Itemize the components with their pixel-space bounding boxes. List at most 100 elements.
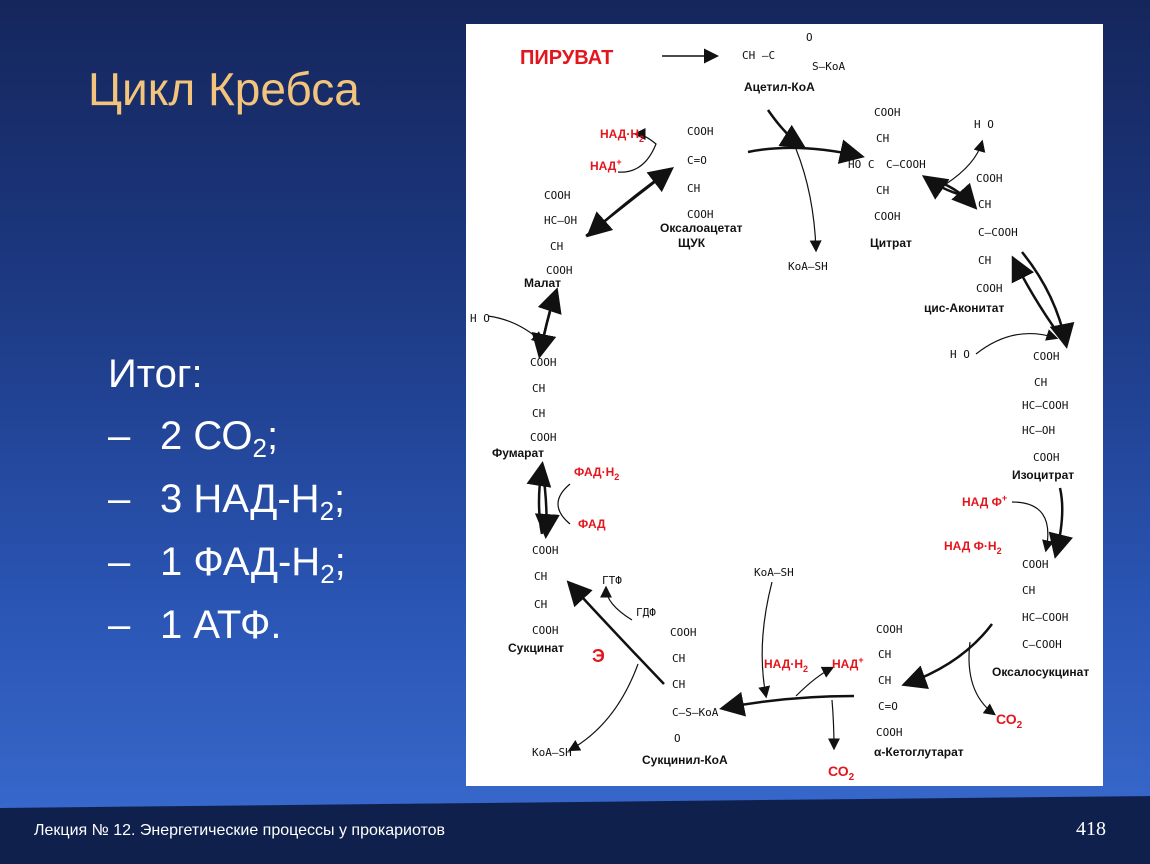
water-right: H O bbox=[950, 348, 970, 361]
gtp-label: ГТФ bbox=[602, 574, 622, 587]
svg-text:COOH: COOH bbox=[532, 624, 559, 637]
fad-h2-label: ФАД·Н2 bbox=[574, 465, 619, 482]
succinyl-coa-structure: COOH CH CH C—S—KoA O bbox=[670, 626, 719, 745]
svg-text:CH: CH bbox=[978, 254, 991, 267]
svg-text:COOH: COOH bbox=[976, 282, 1003, 295]
svg-text:COOH: COOH bbox=[876, 726, 903, 739]
isocitrate-structure: COOH CH HC—COOH HC—OH COOH bbox=[1022, 350, 1068, 464]
svg-text:COOH: COOH bbox=[687, 125, 714, 138]
svg-text:CH: CH bbox=[550, 240, 563, 253]
svg-text:CH: CH bbox=[672, 678, 685, 691]
krebs-cycle-diagram: ПИРУВАТ CH —C O S—KoA Ацетил-КоА COOH C=… bbox=[466, 24, 1103, 786]
fumarate-structure: COOH CH CH COOH bbox=[530, 356, 557, 444]
acetyl-s: S—KoA bbox=[812, 60, 845, 73]
fumarate-label: Фумарат bbox=[492, 446, 544, 460]
isocitrate-to-aconitate-arrow bbox=[1011, 255, 1068, 345]
energy-label: Э bbox=[592, 646, 605, 666]
krebs-cycle-svg: ПИРУВАТ CH —C O S—KoA Ацетил-КоА COOH C=… bbox=[470, 31, 1089, 783]
svg-text:HC—COOH: HC—COOH bbox=[1022, 399, 1068, 412]
svg-text:C—COOH: C—COOH bbox=[1022, 638, 1062, 651]
summary-item-atp: –1 АТФ. bbox=[108, 603, 282, 647]
acetyl-formula: CH —C bbox=[742, 49, 775, 62]
water-left: H O bbox=[470, 312, 490, 325]
svg-text:HC—OH: HC—OH bbox=[1022, 424, 1055, 437]
aconitate-to-isocitrate-arrow bbox=[1021, 251, 1075, 349]
svg-text:COOH: COOH bbox=[544, 189, 571, 202]
koa-sh-bottom: KoA—SH bbox=[754, 566, 794, 579]
svg-text:COOH: COOH bbox=[1022, 558, 1049, 571]
fumarate-to-succinate-arrow bbox=[534, 465, 560, 539]
koa-sh-top: KoA—SH bbox=[788, 260, 828, 273]
svg-text:O: O bbox=[674, 732, 681, 745]
citrate-label: Цитрат bbox=[870, 236, 912, 250]
nad-malate-arrow bbox=[617, 128, 657, 173]
koa-release-bottom-arrow bbox=[567, 663, 639, 752]
svg-text:COOH: COOH bbox=[546, 264, 573, 277]
svg-text:COOH: COOH bbox=[876, 623, 903, 636]
fad-arrow bbox=[557, 483, 571, 525]
isocitrate-to-oxalosuccinate-arrow bbox=[1048, 487, 1073, 559]
svg-text:CH: CH bbox=[687, 182, 700, 195]
water-in-arrow-right bbox=[975, 329, 1059, 355]
svg-text:CH: CH bbox=[534, 598, 547, 611]
nad-ket-arrow bbox=[795, 666, 835, 697]
svg-text:CH: CH bbox=[534, 570, 547, 583]
oxalosuccinate-structure: COOH CH HC—COOH C—COOH bbox=[1022, 558, 1068, 651]
nadp-arrow bbox=[1011, 501, 1054, 553]
svg-text:CH: CH bbox=[876, 132, 889, 145]
svg-text:COOH: COOH bbox=[976, 172, 1003, 185]
svg-text:C=O: C=O bbox=[687, 154, 707, 167]
nadp-plus-label: НАД Ф+ bbox=[962, 493, 1007, 509]
svg-text:COOH: COOH bbox=[670, 626, 697, 639]
co2-right-label: СО2 bbox=[996, 711, 1023, 731]
pyruvate-label: ПИРУВАТ bbox=[520, 47, 613, 69]
water-out-arrow bbox=[945, 139, 986, 185]
slide-title: Цикл Кребса bbox=[88, 63, 360, 115]
co2-bottom-label: СО2 bbox=[828, 763, 855, 783]
nad-h2-top-label: НАД·Н2 bbox=[600, 127, 644, 144]
citrate-structure: COOH CH HO C C—COOH CH COOH bbox=[848, 106, 926, 223]
oxaloacetate-to-citrate-arrow bbox=[747, 139, 865, 164]
svg-text:HC—COOH: HC—COOH bbox=[1022, 611, 1068, 624]
svg-text:CH: CH bbox=[532, 407, 545, 420]
svg-text:COOH: COOH bbox=[687, 208, 714, 221]
acetyl-coa-label: Ацетил-КоА bbox=[744, 80, 815, 94]
svg-text:C—COOH: C—COOH bbox=[886, 158, 926, 171]
footer-band bbox=[0, 796, 1150, 864]
oxaloacetate-label: Оксалоацетат bbox=[660, 221, 743, 235]
gtp-arrow bbox=[600, 585, 633, 621]
koa-in-arrow bbox=[758, 581, 773, 699]
water-in-arrow-left bbox=[487, 315, 544, 344]
isocitrate-label: Изоцитрат bbox=[1012, 468, 1074, 482]
acetyl-to-citrate-arrow bbox=[766, 109, 807, 149]
nad-h2-ket-label: НАД·Н2 bbox=[764, 657, 808, 674]
succinate-structure: COOH CH CH COOH bbox=[532, 544, 559, 637]
svg-text:COOH: COOH bbox=[532, 544, 559, 557]
oxalosuccinate-label: Оксалосукцинат bbox=[992, 665, 1089, 679]
svg-text:COOH: COOH bbox=[1033, 350, 1060, 363]
svg-text:CH: CH bbox=[878, 674, 891, 687]
succinate-to-fumarate-arrow bbox=[526, 461, 552, 535]
svg-text:CH: CH bbox=[532, 382, 545, 395]
svg-text:CH: CH bbox=[878, 648, 891, 661]
svg-text:CH: CH bbox=[1034, 376, 1047, 389]
svg-text:COOH: COOH bbox=[874, 106, 901, 119]
svg-text:HO C: HO C bbox=[848, 158, 875, 171]
gdp-label: ГДФ bbox=[636, 606, 656, 619]
water-top: H O bbox=[974, 118, 994, 131]
fad-label: ФАД bbox=[578, 517, 606, 531]
malate-structure: COOH HC—OH CH COOH bbox=[544, 189, 577, 277]
svg-text:C—COOH: C—COOH bbox=[978, 226, 1018, 239]
malate-label: Малат bbox=[524, 276, 561, 290]
oxaloacetate-abbr: ЩУК bbox=[678, 236, 706, 250]
aconitate-to-citrate-arrow bbox=[921, 175, 973, 200]
svg-text:HC—OH: HC—OH bbox=[544, 214, 577, 227]
nad-plus-top-label: НАД+ bbox=[590, 157, 622, 173]
svg-text:C—S—KoA: C—S—KoA bbox=[672, 706, 719, 719]
nadp-h2-label: НАД Ф·Н2 bbox=[944, 539, 1002, 556]
svg-text:COOH: COOH bbox=[874, 210, 901, 223]
page-number: 418 bbox=[1076, 818, 1106, 840]
ketoglutarate-structure: COOH CH CH C=O COOH bbox=[876, 623, 903, 739]
svg-text:CH: CH bbox=[876, 184, 889, 197]
svg-text:COOH: COOH bbox=[530, 356, 557, 369]
